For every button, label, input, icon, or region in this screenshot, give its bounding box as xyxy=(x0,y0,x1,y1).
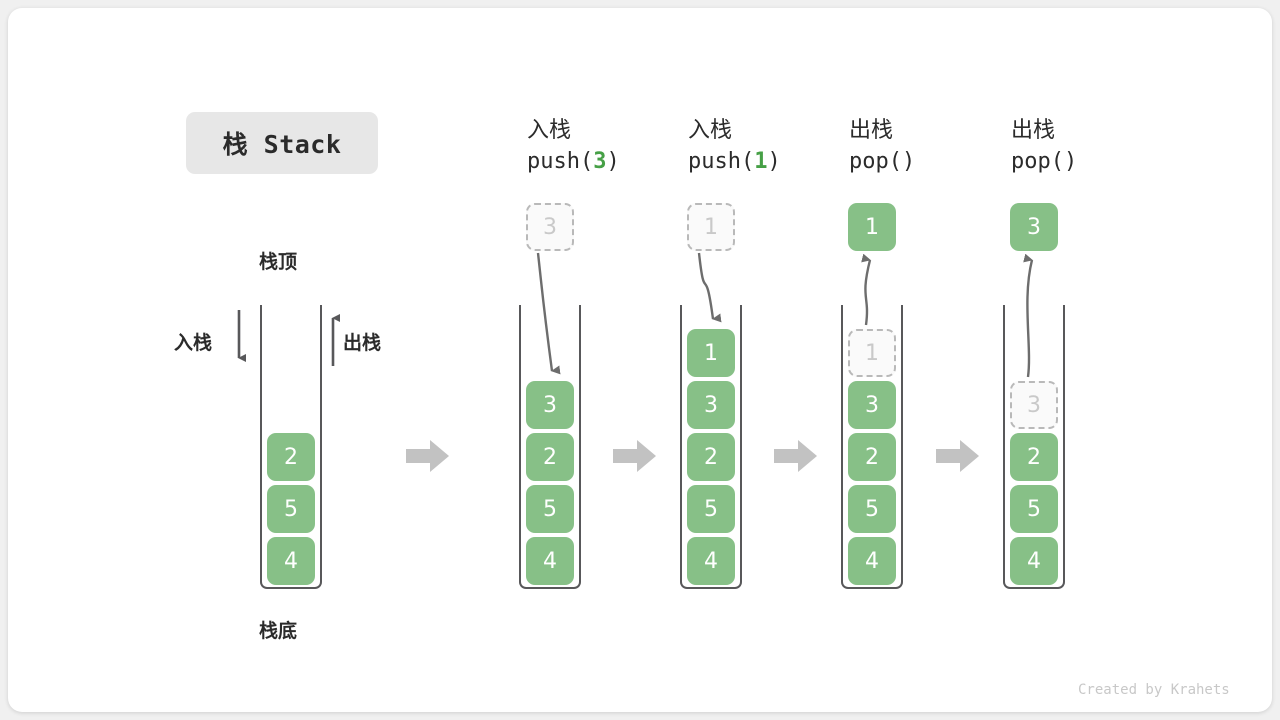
step-op-code: pop() xyxy=(1011,149,1078,174)
step-op-argument: 1 xyxy=(754,149,768,174)
step-header-pop-1: 出栈 pop() xyxy=(849,115,915,177)
step-op-cn: 出栈 xyxy=(849,118,894,143)
stack-cell: 5 xyxy=(526,485,574,533)
step-separator-arrow-4 xyxy=(936,440,979,472)
stack-tube-initial xyxy=(260,305,322,589)
step-op-code: pop() xyxy=(849,149,916,174)
stack-tube-push-3 xyxy=(519,305,581,589)
stack-bottom-label: 栈底 xyxy=(259,620,298,642)
stack-cell: 4 xyxy=(267,537,315,585)
stack-tube-push-1 xyxy=(680,305,742,589)
stack-cell: 4 xyxy=(687,537,735,585)
step-op-cn: 入栈 xyxy=(527,118,572,143)
step-header-pop-2: 出栈 pop() xyxy=(1011,115,1077,177)
stack-cell: 2 xyxy=(526,433,574,481)
floating-cell-push-3: 3 xyxy=(526,203,574,251)
watermark: Created by Krahets xyxy=(1078,682,1230,698)
push-direction-label: 入栈 xyxy=(174,332,213,354)
step-header-push-1: 入栈 push(1) xyxy=(688,115,781,177)
stack-cell: 3 xyxy=(526,381,574,429)
stack-cell: 4 xyxy=(1010,537,1058,585)
stack-top-label: 栈顶 xyxy=(259,251,298,273)
stack-tube-pop-1 xyxy=(841,305,903,589)
floating-cell-pop-2: 3 xyxy=(1010,203,1058,251)
stack-cell: 4 xyxy=(848,537,896,585)
floating-cell-push-1: 1 xyxy=(687,203,735,251)
stack-cell: 4 xyxy=(526,537,574,585)
title-badge: 栈 Stack xyxy=(186,112,378,174)
stack-cell: 3 xyxy=(848,381,896,429)
stack-cell: 2 xyxy=(848,433,896,481)
step-op-code: push(1) xyxy=(688,149,781,174)
step-header-push-3: 入栈 push(3) xyxy=(527,115,620,177)
pop-direction-arrow xyxy=(331,314,340,366)
stack-cell: 3 xyxy=(687,381,735,429)
stack-tube-pop-2 xyxy=(1003,305,1065,589)
stack-cell-ghost: 1 xyxy=(848,329,896,377)
stack-cell: 5 xyxy=(848,485,896,533)
stack-cell: 5 xyxy=(267,485,315,533)
step-op-argument: 3 xyxy=(593,149,607,174)
step-op-code: push(3) xyxy=(527,149,620,174)
stack-cell: 2 xyxy=(687,433,735,481)
stack-cell-ghost: 3 xyxy=(1010,381,1058,429)
step-op-cn: 出栈 xyxy=(1011,118,1056,143)
push-direction-arrow xyxy=(237,310,246,362)
step-separator-arrow-3 xyxy=(774,440,817,472)
step-op-cn: 入栈 xyxy=(688,118,733,143)
stack-cell: 5 xyxy=(687,485,735,533)
stack-cell: 5 xyxy=(1010,485,1058,533)
floating-cell-pop-1: 1 xyxy=(848,203,896,251)
pop-direction-label: 出栈 xyxy=(343,332,382,354)
stack-cell: 2 xyxy=(1010,433,1058,481)
stack-cell: 2 xyxy=(267,433,315,481)
step-separator-arrow-1 xyxy=(406,440,449,472)
step-separator-arrow-2 xyxy=(613,440,656,472)
stack-cell: 1 xyxy=(687,329,735,377)
